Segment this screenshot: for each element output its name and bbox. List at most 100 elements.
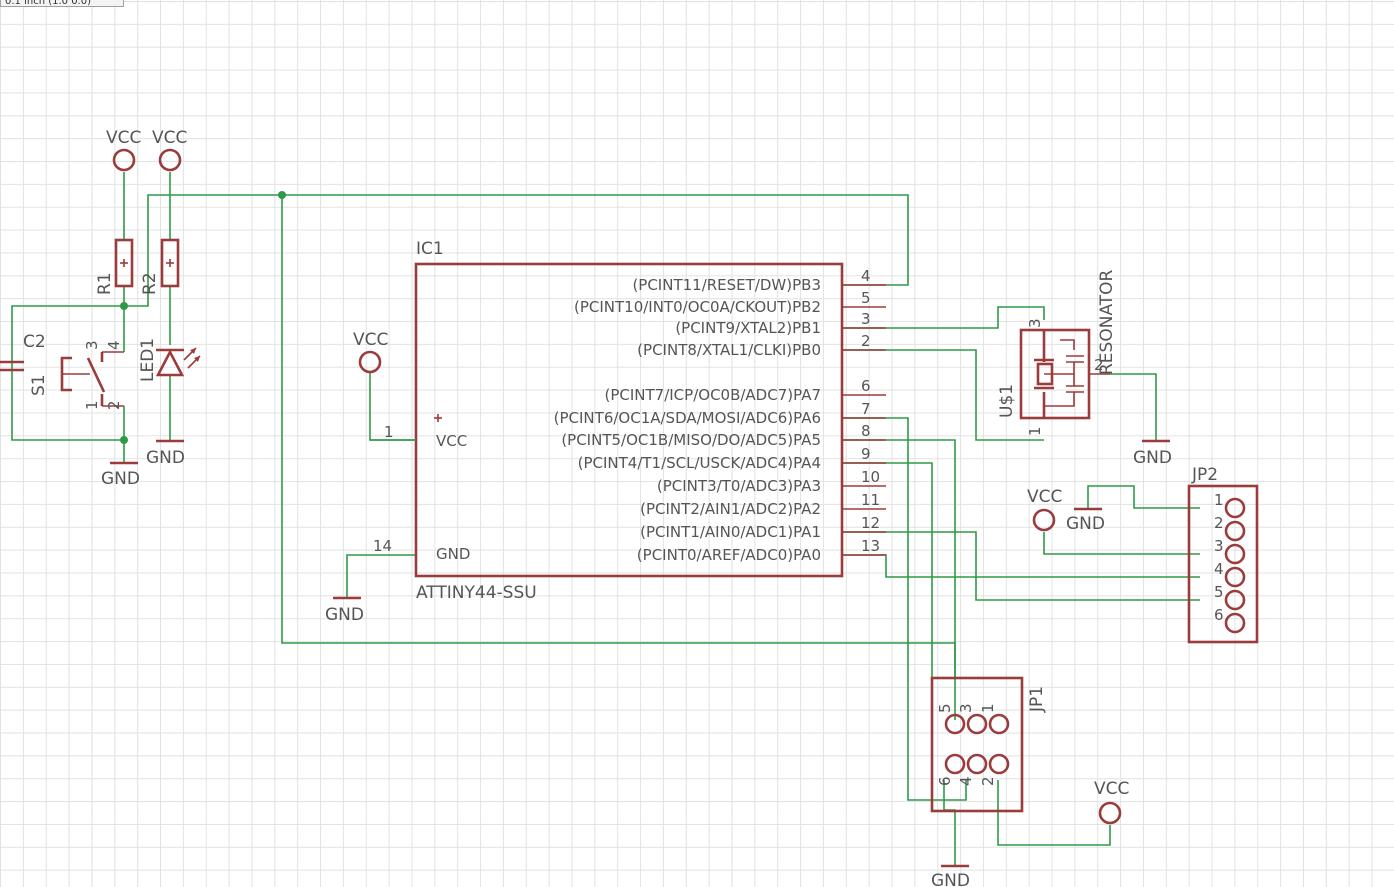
ic-pin-label: (PCINT5/OC1B/MISO/DO/ADC5)PA5	[561, 431, 821, 449]
jp1-pin-label: 4	[957, 776, 975, 786]
jp2-label: JP2	[1191, 465, 1218, 485]
vcc-label: VCC	[1027, 487, 1062, 507]
wire-left-loop	[11, 305, 124, 441]
wire-reset	[124, 194, 909, 307]
wire-pa1-jp2	[842, 531, 1200, 578]
resistor-r2[interactable]: R2	[140, 238, 180, 295]
wire-jp2-vcc	[1043, 532, 1200, 555]
jp2-pad	[1224, 589, 1246, 611]
led1-label: LED1	[138, 338, 158, 382]
switch-s1[interactable]: S1 3 4 1 2	[29, 340, 124, 410]
gnd-label: GND	[146, 448, 185, 468]
capacitor-c2[interactable]: C2	[0, 332, 46, 372]
wire-res-gnd	[1110, 373, 1157, 440]
jp1-pad	[944, 753, 966, 775]
jp2-pin-label: 6	[1214, 606, 1224, 624]
jp2-pad	[1224, 612, 1246, 634]
r1-label: R1	[95, 272, 115, 295]
s1-pin-label: 3	[83, 340, 101, 350]
gnd-label: GND	[931, 871, 970, 887]
ic-pin-number: 9	[861, 445, 871, 463]
r2-label: R2	[140, 272, 160, 295]
c2-label: C2	[23, 332, 46, 352]
ic-pin-number: 1	[384, 423, 394, 441]
vcc-symbol-r2: VCC	[152, 128, 187, 172]
led-led1[interactable]: LED1	[138, 338, 201, 382]
s1-pin-label: 4	[105, 340, 123, 350]
wire-ic-gnd	[346, 554, 416, 598]
vcc-label: VCC	[353, 330, 388, 350]
gnd-symbol-ic: GND	[325, 596, 364, 625]
jp1-pad	[988, 753, 1010, 775]
junction-dot	[120, 436, 128, 444]
jp2-pin-label: 4	[1214, 560, 1224, 578]
vcc-label: VCC	[1094, 779, 1129, 799]
ic-pin-label: (PCINT0/AREF/ADC0)PA0	[637, 546, 821, 564]
ic-pin-label: VCC	[436, 432, 467, 450]
jp2-pin-label: 1	[1214, 491, 1224, 509]
ic-pin-number: 8	[861, 422, 871, 440]
gnd-label: GND	[1133, 448, 1172, 468]
ic-attiny44[interactable]: IC1 ATTINY44-SSU 1 VCC 14 GND (PCINT11/R…	[370, 239, 886, 603]
s1-pin-label: 1	[83, 400, 101, 410]
jp1-pad	[944, 713, 966, 735]
gnd-symbol-jp1: GND	[931, 864, 970, 887]
wire-reset-jp1	[281, 195, 956, 720]
ic-pin-label: (PCINT4/T1/SCL/USCK/ADC4)PA4	[578, 454, 821, 472]
jp1-pad	[966, 753, 988, 775]
wire-pb0-res	[842, 349, 1044, 441]
ic-pin-label: (PCINT6/OC1A/SDA/MOSI/ADC6)PA6	[554, 409, 821, 427]
ic-pin-number: 7	[861, 400, 871, 418]
resonator-pin-label: 2	[1094, 356, 1104, 374]
resistor-r1[interactable]: R1	[95, 238, 134, 295]
vcc-symbol-r1: VCC	[106, 128, 141, 172]
jp1-pin-label: 1	[979, 703, 997, 713]
vcc-label: VCC	[106, 128, 141, 148]
wire-pb1-res	[842, 306, 1045, 329]
gnd-label: GND	[101, 469, 140, 489]
vcc-symbol-jp1: VCC	[1094, 779, 1129, 825]
jp1-pad	[966, 713, 988, 735]
junction-dot	[278, 191, 286, 199]
wire-jp2-gnd	[1087, 485, 1200, 509]
ic-pin-label: (PCINT10/INT0/OC0A/CKOUT)PB2	[574, 298, 821, 316]
jp2-pad	[1224, 497, 1246, 519]
gnd-label: GND	[325, 605, 364, 625]
jp2-pad	[1224, 520, 1246, 542]
ic-pin-number: 11	[861, 491, 880, 509]
jp2-pad	[1224, 543, 1246, 565]
ic-pin-label: (PCINT1/AIN0/ADC1)PA1	[640, 523, 821, 541]
resonator-pin-label: 3	[1026, 318, 1044, 328]
ic-pin-number: 12	[861, 514, 880, 532]
gnd-label: GND	[1066, 514, 1105, 534]
ic-pin-label: (PCINT11/RESET/DW)PB3	[632, 276, 821, 294]
ic-pin-label: (PCINT9/XTAL2)PB1	[675, 319, 821, 337]
jp1-pin-label: 2	[979, 776, 997, 786]
s1-pin-label: 2	[105, 400, 123, 410]
jp1-pin-label: 3	[957, 703, 975, 713]
ic-pin-number: 3	[861, 310, 871, 328]
jp1-pad	[988, 713, 1010, 735]
jp2-pin-label: 2	[1214, 514, 1224, 532]
jp2-pin-label: 3	[1214, 537, 1224, 555]
grid-info-tab: 0.1 inch (1.0 0.0)	[0, 0, 124, 7]
vcc-symbol-ic: VCC	[353, 330, 388, 374]
ic-right-pins: (PCINT11/RESET/DW)PB3 4 (PCINT10/INT0/OC0A…	[554, 267, 886, 564]
jp2-pad	[1224, 566, 1246, 588]
resonator-u1[interactable]: RESONATOR U$1 3 2 1	[997, 269, 1117, 436]
ic-pin-label: (PCINT2/AIN1/ADC2)PA2	[640, 500, 821, 518]
ic-pin-number: 4	[861, 267, 871, 285]
resonator-pin-label: 1	[1026, 426, 1044, 436]
ic-pin-number: 2	[861, 332, 871, 350]
junction-dot	[120, 302, 128, 310]
u1-label: U$1	[997, 384, 1017, 418]
wire-jp1-gnd	[943, 780, 956, 865]
gnd-symbol-s1: GND	[101, 461, 140, 489]
jp1-pin-label: 6	[936, 776, 954, 786]
ic-pin-number: 6	[861, 377, 871, 395]
ic-pin-label: (PCINT7/ICP/OC0B/ADC7)PA7	[604, 386, 821, 404]
header-jp1[interactable]: JP1 5 3 1 6 4 2	[930, 676, 1047, 813]
ic-pin-number: 14	[373, 537, 392, 555]
